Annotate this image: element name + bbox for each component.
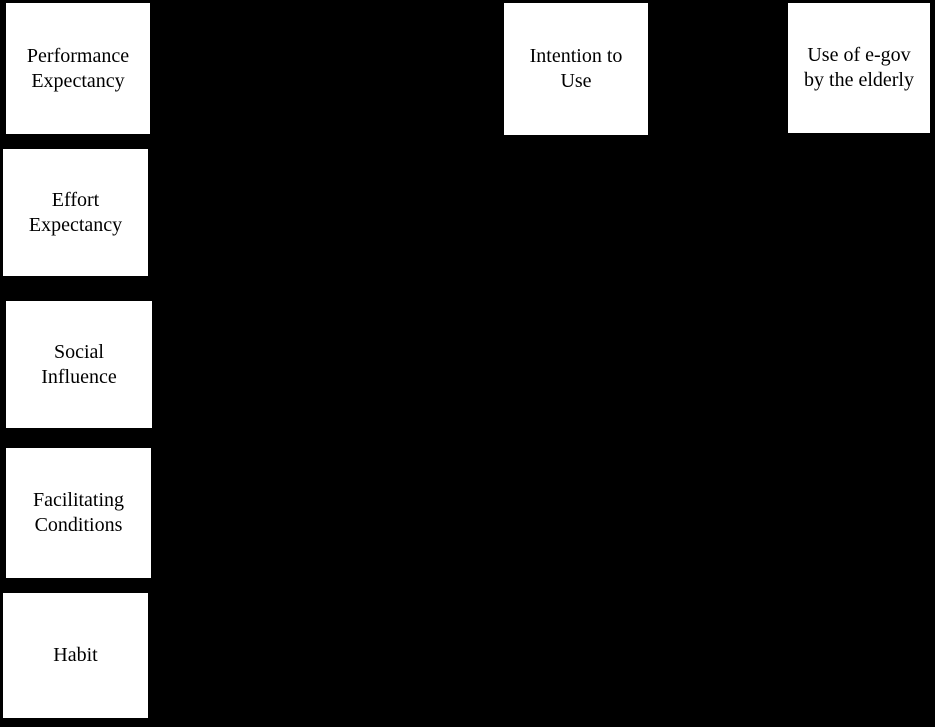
node-label: Performance Expectancy (26, 44, 130, 92)
node-habit: Habit (3, 593, 148, 718)
node-performance-expectancy: Performance Expectancy (6, 3, 150, 134)
node-effort-expectancy: Effort Expectancy (3, 149, 148, 276)
node-use-of-egov-by-the-elderly: Use of e-gov by the elderly (788, 3, 930, 133)
node-label: Intention to Use (529, 45, 623, 92)
node-facilitating-conditions: Facilitating Conditions (6, 448, 151, 578)
node-intention-to-use: Intention to Use (504, 3, 648, 135)
node-social-influence: Social Influence (6, 301, 152, 428)
node-label: Facilitating Conditions (32, 489, 125, 536)
node-label: Habit (53, 644, 98, 666)
node-label: Effort Expectancy (28, 188, 123, 236)
node-label: Social Influence (41, 340, 117, 388)
node-label: Use of e-gov by the elderly (804, 44, 914, 91)
